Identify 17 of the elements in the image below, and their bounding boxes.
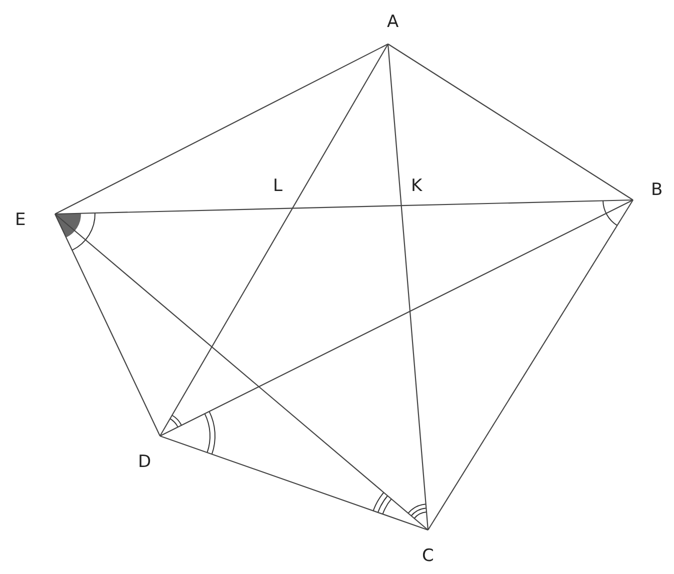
line-segment [387,44,429,530]
line-segment [54,214,160,436]
line-segment [54,44,388,214]
vertex-label: D [137,452,152,472]
vertex-label: C [421,546,435,566]
vertex-label: A [386,12,400,32]
point-label: L [272,176,284,196]
line-segment [388,44,634,200]
line-segment [160,435,428,531]
line-segment [428,200,634,530]
vertex-label: B [650,180,664,200]
line-segment [160,200,634,436]
line-segment [54,214,428,530]
line-segment [54,199,634,215]
point-label: K [410,176,424,196]
vertex-label: E [14,210,27,230]
line-segment [160,44,388,436]
